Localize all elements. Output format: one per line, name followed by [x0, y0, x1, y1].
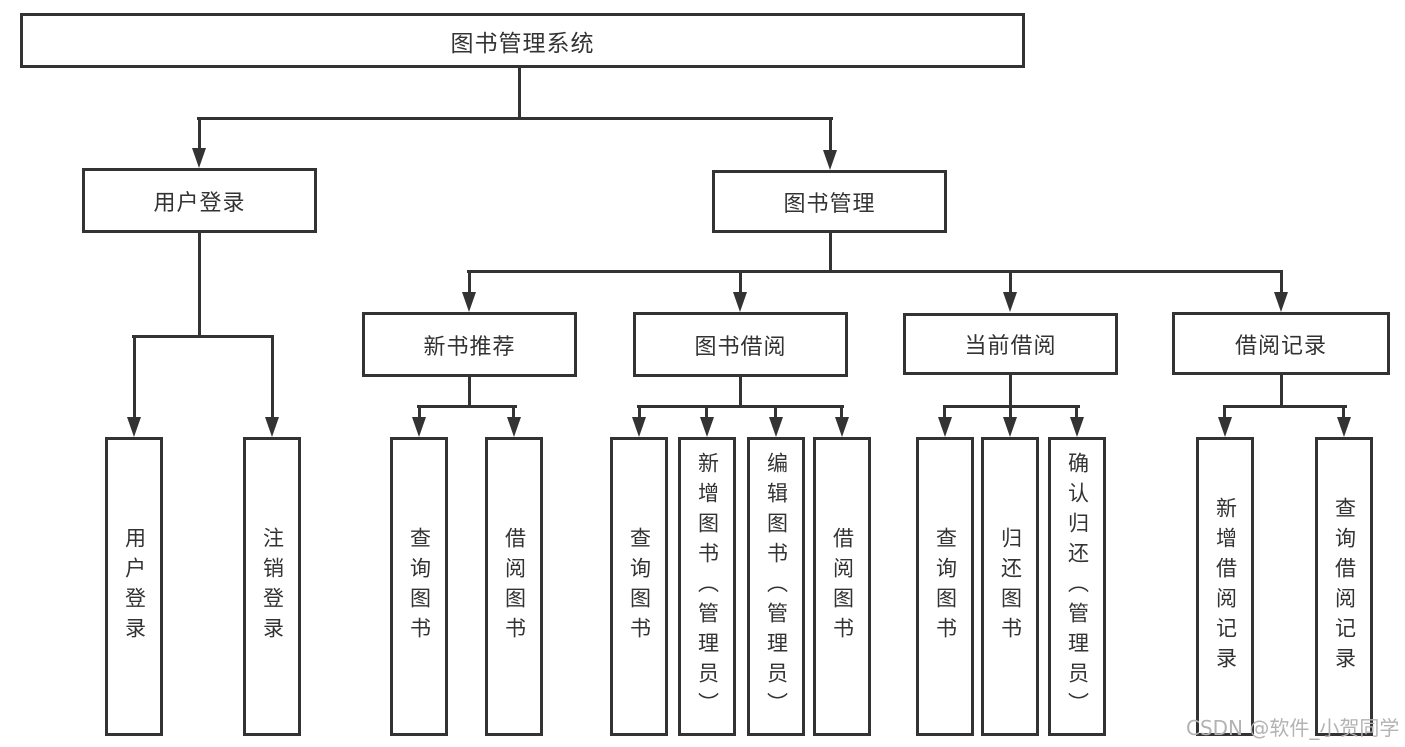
connector-line [198, 233, 201, 337]
connector-line [198, 117, 201, 148]
connector-line [829, 233, 832, 272]
leaf-label: 查询图书 [407, 526, 432, 647]
leaf-query-book-current: 查询图书 [916, 437, 974, 736]
leaf-label: 注销登录 [260, 526, 285, 647]
connector-line [418, 405, 421, 419]
leaf-query-book-borrow: 查询图书 [610, 437, 668, 736]
connector-line [467, 270, 1283, 273]
arrowhead-down [1070, 417, 1084, 437]
connector-line [774, 405, 777, 419]
connector-line [1009, 405, 1012, 419]
connector-line [1342, 405, 1345, 419]
arrowhead-down [507, 417, 521, 437]
connector-line [638, 405, 641, 419]
connector-line [1075, 405, 1078, 419]
connector-line [468, 376, 471, 407]
connector-line [1223, 405, 1226, 419]
leaf-label: 用户登录 [122, 526, 147, 647]
leaf-confirm-return-admin: 确认归还（管理员） [1048, 437, 1106, 736]
connector-line [133, 335, 136, 417]
connector-line [705, 405, 708, 419]
leaf-label: 查询图书 [627, 526, 652, 647]
arrowhead-down [700, 417, 714, 437]
connector-line [1280, 270, 1283, 292]
leaf-logout-login: 注销登录 [243, 437, 301, 736]
leaf-borrow-book: 借阅图书 [813, 437, 871, 736]
leaf-label: 新增借阅记录 [1213, 496, 1238, 677]
node-borrow-records: 借阅记录 [1172, 312, 1390, 375]
connector-line [943, 405, 946, 419]
arrowhead-down [1274, 292, 1288, 312]
arrowhead-down [412, 417, 426, 437]
node-user-login: 用户登录 [82, 168, 317, 233]
connector-line [1280, 375, 1283, 407]
arrowhead-down [1003, 417, 1017, 437]
leaf-label: 确认归还（管理员） [1065, 451, 1090, 722]
arrowhead-down [823, 150, 837, 170]
arrowhead-down [632, 417, 646, 437]
leaf-label: 新增图书（管理员） [695, 451, 720, 722]
connector-line [518, 66, 521, 119]
leaf-label: 归还图书 [998, 526, 1023, 647]
connector-line [1009, 270, 1012, 292]
leaf-label: 查询图书 [933, 526, 958, 647]
connector-line [197, 117, 833, 120]
arrowhead-down [1337, 417, 1351, 437]
connector-line [271, 335, 274, 417]
arrowhead-down [1218, 417, 1232, 437]
connector-line [739, 270, 742, 292]
leaf-label: 借阅图书 [830, 526, 855, 647]
node-new-book-recommend: 新书推荐 [362, 312, 577, 377]
arrowhead-down [462, 292, 476, 312]
connector-line [1009, 375, 1012, 407]
arrowhead-down [938, 417, 952, 437]
connector-line [637, 405, 844, 408]
connector-line [840, 405, 843, 419]
leaf-edit-book-admin: 编辑图书（管理员） [747, 437, 805, 736]
arrowhead-down [769, 417, 783, 437]
arrowhead-down [265, 417, 279, 437]
arrowhead-down [1003, 292, 1017, 312]
connector-line [132, 335, 274, 338]
leaf-query-book-recommend: 查询图书 [390, 437, 448, 736]
node-current-borrow: 当前借阅 [903, 313, 1118, 375]
leaf-label: 编辑图书（管理员） [764, 451, 789, 722]
node-book-borrow: 图书借阅 [633, 312, 848, 377]
watermark: CSDN @软件_小贺同学 [1186, 716, 1400, 740]
leaf-add-book-admin: 新增图书（管理员） [678, 437, 736, 736]
arrowhead-down [733, 292, 747, 312]
leaf-return-book: 归还图书 [981, 437, 1039, 736]
node-book-management: 图书管理 [712, 170, 947, 233]
arrowhead-down [192, 148, 206, 168]
connector-line [417, 405, 517, 408]
node-root: 图书管理系统 [20, 13, 1025, 68]
leaf-user-login: 用户登录 [105, 437, 163, 736]
connector-line [739, 376, 742, 407]
connector-line [512, 405, 515, 419]
connector-line [468, 270, 471, 292]
arrowhead-down [127, 417, 141, 437]
leaf-label: 查询借阅记录 [1332, 496, 1357, 677]
connector-line [1223, 405, 1347, 408]
leaf-borrow-book-recommend: 借阅图书 [485, 437, 543, 736]
leaf-label: 借阅图书 [502, 526, 527, 647]
connector-line [829, 117, 832, 150]
leaf-add-borrow-record: 新增借阅记录 [1196, 437, 1254, 736]
leaf-query-borrow-record: 查询借阅记录 [1315, 437, 1373, 736]
arrowhead-down [835, 417, 849, 437]
